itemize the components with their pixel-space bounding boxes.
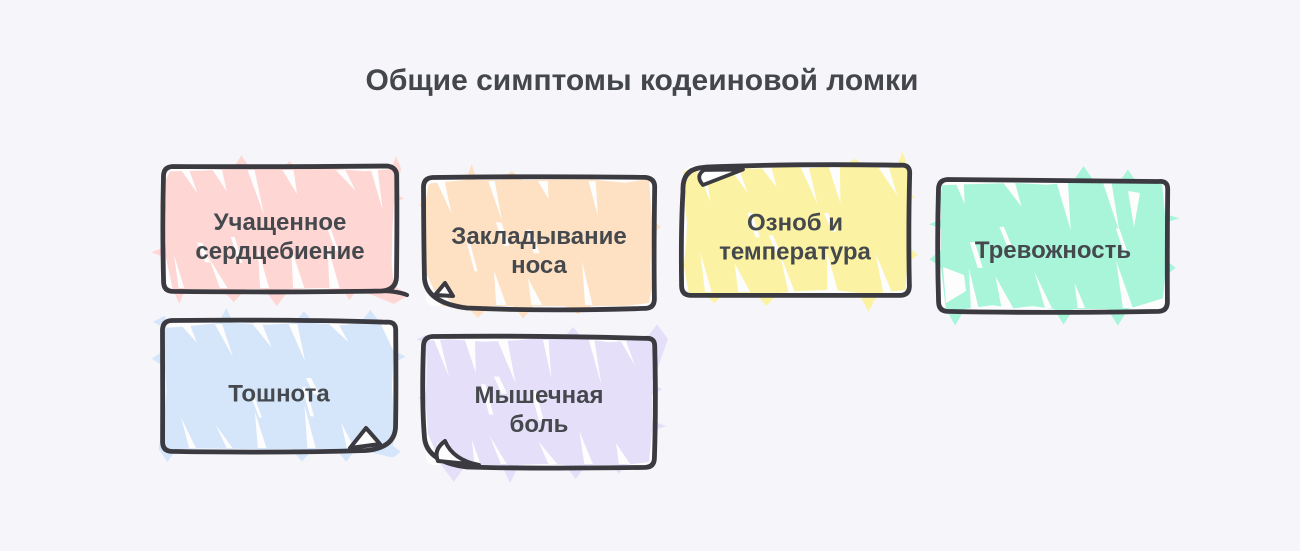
svg-text:температура: температура xyxy=(719,239,871,266)
svg-text:Закладывание: Закладывание xyxy=(451,223,626,250)
svg-text:Тревожность: Тревожность xyxy=(975,237,1131,264)
svg-text:боль: боль xyxy=(510,411,569,438)
svg-text:Учащенное: Учащенное xyxy=(214,209,347,236)
svg-text:Тошнота: Тошнота xyxy=(228,381,330,408)
svg-text:сердцебиение: сердцебиение xyxy=(195,238,364,265)
svg-text:Общие симптомы кодеиновой ломк: Общие симптомы кодеиновой ломки xyxy=(365,64,918,97)
svg-text:Озноб и: Озноб и xyxy=(747,210,843,237)
svg-text:Мышечная: Мышечная xyxy=(474,382,603,409)
svg-text:носа: носа xyxy=(511,252,567,279)
